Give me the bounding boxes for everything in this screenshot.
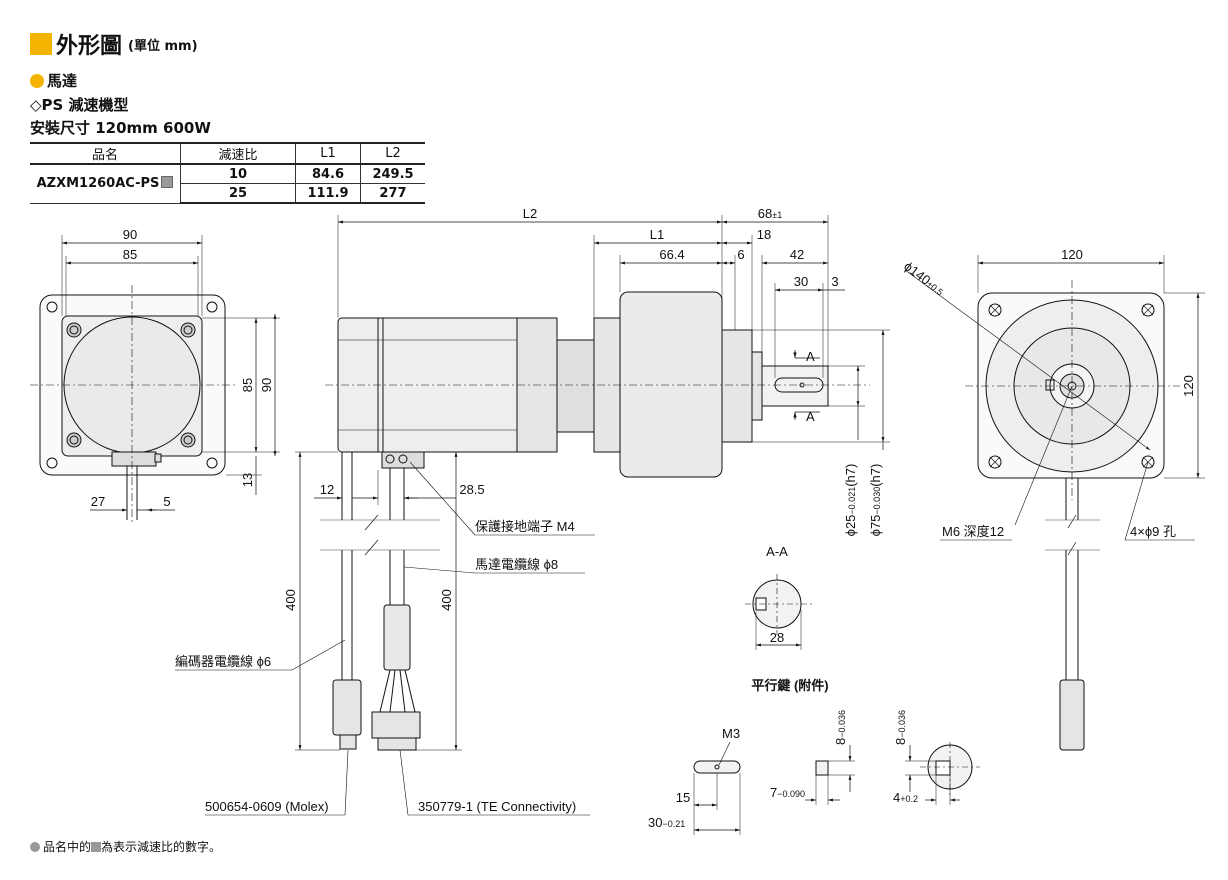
table-header-row: 品名 減速比 L1 L2 [30, 142, 425, 165]
dim-85-vertical: 85 [240, 378, 255, 392]
section-mark-a-bottom: A [806, 409, 815, 424]
motor-heading: 馬達 [30, 70, 77, 91]
dim-90-vertical: 90 [259, 378, 274, 392]
dim-66-4: 66.4 [659, 247, 684, 262]
dim-400-encoder: 400 [283, 589, 298, 611]
dim-30: 30 [794, 274, 808, 289]
dim-l1: L1 [650, 227, 664, 242]
key-dim-7: 7−0.090 [770, 785, 805, 800]
dim-68: 68±1 [758, 206, 782, 221]
key-title: 平行鍵 (附件) [751, 678, 828, 693]
table-row: 25 111.9 277 [30, 183, 425, 204]
dim-90: 90 [123, 227, 137, 242]
spec-table: 品名 減速比 L1 L2 AZXM1260AC-PS 10 84.6 249.5… [30, 142, 425, 204]
dim-140: ϕ140±0.5 [901, 258, 947, 298]
motor-side-view [175, 215, 890, 816]
ratio-placeholder-icon [91, 842, 102, 852]
section-mark-a-top: A [806, 349, 815, 364]
dim-120-vertical: 120 [1181, 375, 1196, 397]
dim-28: 28 [770, 630, 784, 645]
unit-label: (單位 mm) [128, 38, 198, 54]
encoder-cable-label: 編碼器電纜線 ϕ6 [175, 654, 271, 669]
footnote-bullet-icon [30, 842, 40, 852]
gearhead-heading: ◇PS 減速機型 [30, 96, 129, 114]
m6-depth-label: M6 深度12 [942, 524, 1004, 539]
motor-front-view [30, 235, 280, 525]
key-m3-label: M3 [722, 726, 740, 741]
dim-400-motor: 400 [439, 589, 454, 611]
key-dim-8b: 8−0.036 [893, 710, 908, 745]
key-dim-8a: 8−0.036 [833, 710, 848, 745]
dim-85: 85 [123, 247, 137, 262]
parallel-key-views [693, 741, 980, 835]
key-dim-30: 30−0.21 [648, 815, 685, 830]
ratio-placeholder-icon [161, 176, 174, 189]
model-cell: AZXM1260AC-PS [30, 164, 181, 204]
motor-cable-label: 馬達電纜線 ϕ8 [475, 557, 558, 572]
dim-pilot-75: ϕ75−0.030(h7) [868, 464, 883, 537]
dim-27: 27 [91, 494, 105, 509]
header-square-icon [30, 33, 52, 55]
section-aa-label: A-A [766, 544, 788, 559]
dim-12: 12 [320, 482, 334, 497]
connector-molex-label: 500654-0609 (Molex) [205, 799, 329, 814]
key-dim-4: 4+0.2 [893, 790, 918, 805]
section-title: 外形圖 [56, 34, 123, 59]
dim-3: 3 [831, 274, 838, 289]
dim-18: 18 [757, 227, 771, 242]
holes-label: 4×ϕ9 孔 [1130, 524, 1176, 539]
ground-terminal-label: 保護接地端子 M4 [475, 519, 575, 534]
dim-28-5: 28.5 [459, 482, 484, 497]
dim-120: 120 [1061, 247, 1083, 262]
table-row: AZXM1260AC-PS 10 84.6 249.5 [30, 164, 425, 204]
dim-42: 42 [790, 247, 804, 262]
mount-heading: 安裝尺寸 120mm 600W [30, 119, 211, 137]
bullet-icon [30, 74, 44, 88]
key-dim-15: 15 [676, 790, 690, 805]
section-aa [745, 574, 812, 650]
gearhead-front-view [904, 255, 1205, 751]
dim-5: 5 [163, 494, 170, 509]
section-header: 外形圖 (單位 mm) [30, 28, 198, 60]
footnote: 品名中的為表示減速比的數字。 [30, 838, 221, 855]
connector-te-label: 350779-1 (TE Connectivity) [418, 799, 576, 814]
dim-13: 13 [240, 473, 255, 487]
dim-l2: L2 [523, 206, 537, 221]
dim-6: 6 [737, 247, 744, 262]
dim-shaft-25: ϕ25−0.021(h7) [843, 464, 858, 537]
